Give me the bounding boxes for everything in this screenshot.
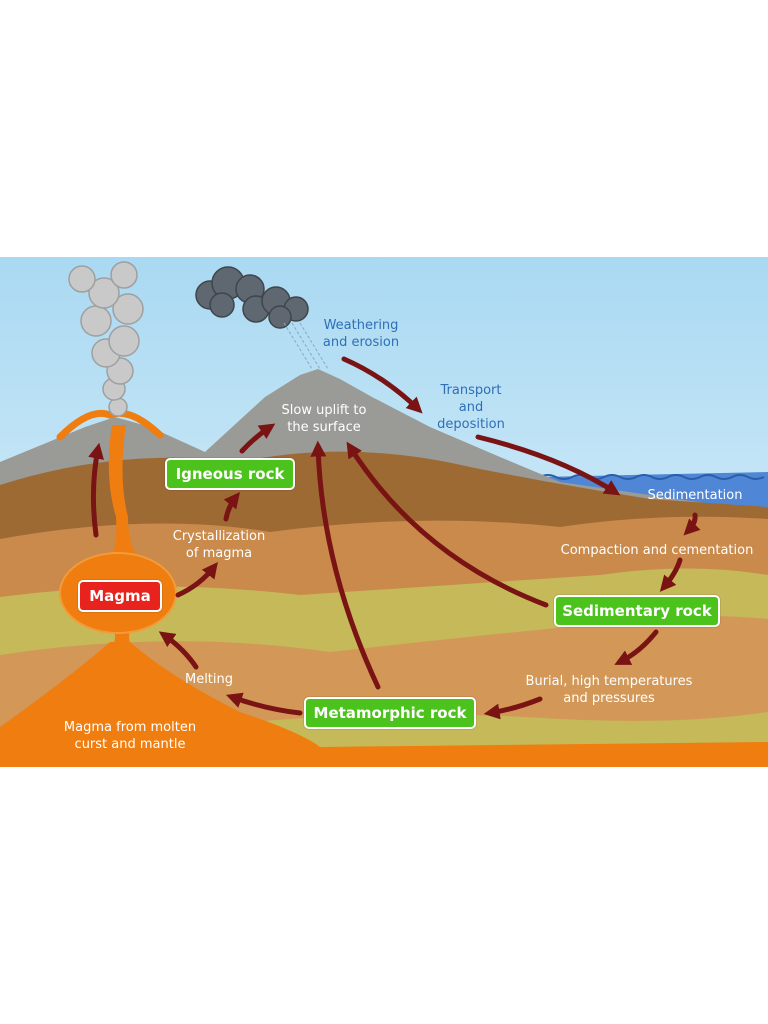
arrow-sedimentary-to-burial [614, 629, 659, 665]
label-transport: Transport and deposition [437, 383, 505, 432]
label-crystallization: Crystallization of magma [172, 529, 266, 561]
arrow-igneous-to-uplift [239, 423, 276, 454]
label-uplift: Slow uplift to the surface [281, 403, 367, 435]
arrow-magma-to-surface [88, 442, 104, 538]
arrow-metamorphic-to-uplift [310, 440, 381, 690]
storm-cloud [195, 266, 309, 329]
label-compaction: Compaction and cementation [560, 543, 754, 558]
arrow-sedimentation-to-compaction [683, 512, 701, 536]
box-igneous-rock: Igneous rock [165, 458, 295, 490]
arrow-melting-to-magma [158, 631, 199, 670]
label-melting: Melting [184, 672, 234, 687]
magma-conduit [108, 425, 138, 557]
label-weathering: Weathering and erosion [322, 318, 400, 350]
arrow-metamorphic-to-melting [225, 692, 303, 716]
arrow-sedimentary-to-uplift [346, 441, 549, 608]
box-metamorphic-rock: Metamorphic rock [304, 697, 476, 729]
arrow-magma-to-crystallization [175, 561, 218, 598]
label-burial: Burial, high temperatures and pressures [525, 674, 693, 706]
arrow-compaction-to-sedimentary [659, 557, 683, 592]
arrow-burial-to-metamorphic [483, 696, 543, 720]
rain [283, 322, 329, 370]
magma-mantle [0, 642, 768, 767]
label-magma-source: Magma from molten curst and mantle [63, 720, 197, 752]
label-sedimentation: Sedimentation [647, 488, 743, 503]
smoke-plume [68, 261, 144, 417]
arrow-transport-to-sedimentation [475, 434, 621, 496]
arrow-crystallization-to-igneous [223, 492, 240, 522]
volcano-lava-rim [56, 409, 164, 441]
box-sedimentary-rock: Sedimentary rock [554, 595, 720, 627]
box-magma: Magma [78, 580, 162, 612]
arrow-weathering-to-transport [341, 356, 423, 414]
sea-waves [539, 474, 765, 480]
rock-cycle-diagram: Weathering and erosion Transport and dep… [0, 257, 768, 767]
